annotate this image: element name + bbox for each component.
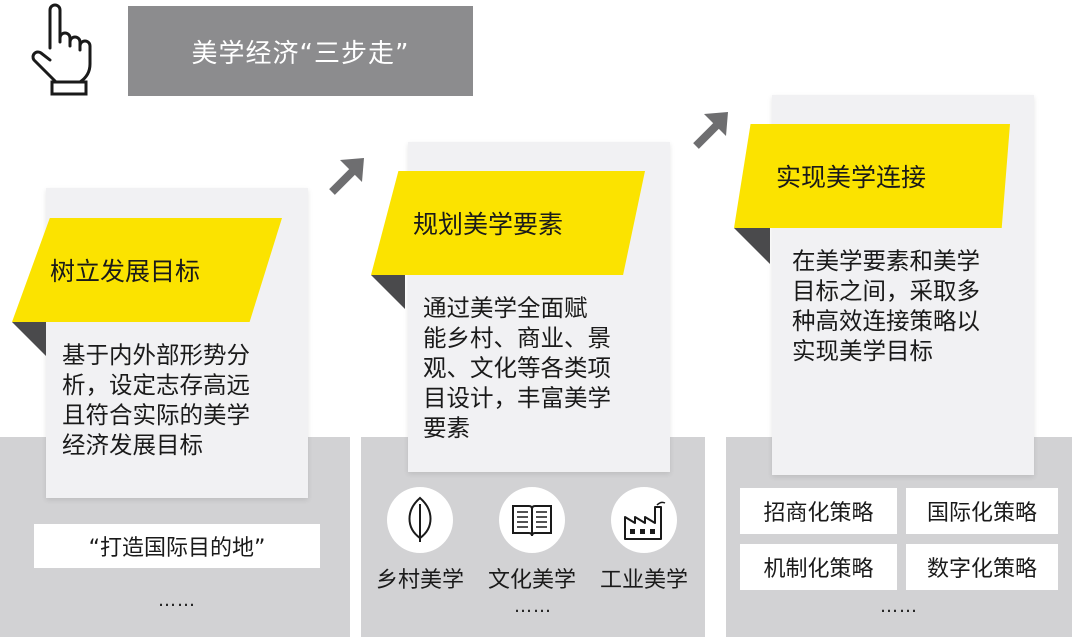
- strategy-mechanism: 机制化策略: [740, 544, 897, 590]
- industry-aesthetics-circle: [611, 487, 677, 553]
- step-3-more: ……: [880, 596, 918, 617]
- step-1-tag-fold: [12, 322, 46, 356]
- step-3-tag-fold: [734, 228, 770, 264]
- step-3-description: 在美学要素和美学 目标之间，采取多 种高效连接策略以 实现美学目标: [792, 247, 980, 365]
- leaf-icon: [408, 496, 432, 542]
- strategy-internationalization: 国际化策略: [906, 488, 1058, 534]
- step-2-title: 规划美学要素: [413, 210, 564, 239]
- page-title: 美学经济“三步走”: [128, 6, 473, 96]
- step-1-more: ……: [158, 590, 196, 611]
- arrow-up-right-icon: [329, 158, 364, 195]
- rural-aesthetics-label: 乡村美学: [375, 568, 464, 593]
- rural-aesthetics-circle: [387, 487, 453, 553]
- step-2-description: 通过美学全面赋 能乡村、商业、景 观、文化等各类项 目设计，丰富美学 要素: [423, 294, 611, 442]
- step-3-title: 实现美学连接: [776, 163, 927, 192]
- strategy-investment: 招商化策略: [740, 488, 897, 534]
- industry-aesthetics-label: 工业美学: [599, 568, 688, 593]
- step-2-tag: 规划美学要素: [371, 171, 645, 275]
- arrow-up-right-icon: [693, 112, 728, 149]
- strategy-digital: 数字化策略: [906, 544, 1058, 590]
- step-1-description: 基于内外部形势分 析，设定志存高远 且符合实际的美学 经济发展目标: [62, 341, 250, 459]
- book-icon: [512, 505, 552, 537]
- step-1-title: 树立发展目标: [50, 257, 201, 286]
- step-1-tag: 树立发展目标: [12, 218, 282, 322]
- culture-aesthetics-circle: [499, 487, 565, 553]
- step-3-tag: 实现美学连接: [734, 124, 1010, 228]
- step-2-tag-fold: [371, 275, 405, 309]
- factory-icon: [624, 501, 666, 540]
- goal-example-label: “打造国际目的地”: [34, 524, 320, 568]
- pointing-hand-icon: [31, 3, 92, 96]
- step-2-more: ……: [514, 596, 552, 617]
- culture-aesthetics-label: 文化美学: [487, 568, 576, 593]
